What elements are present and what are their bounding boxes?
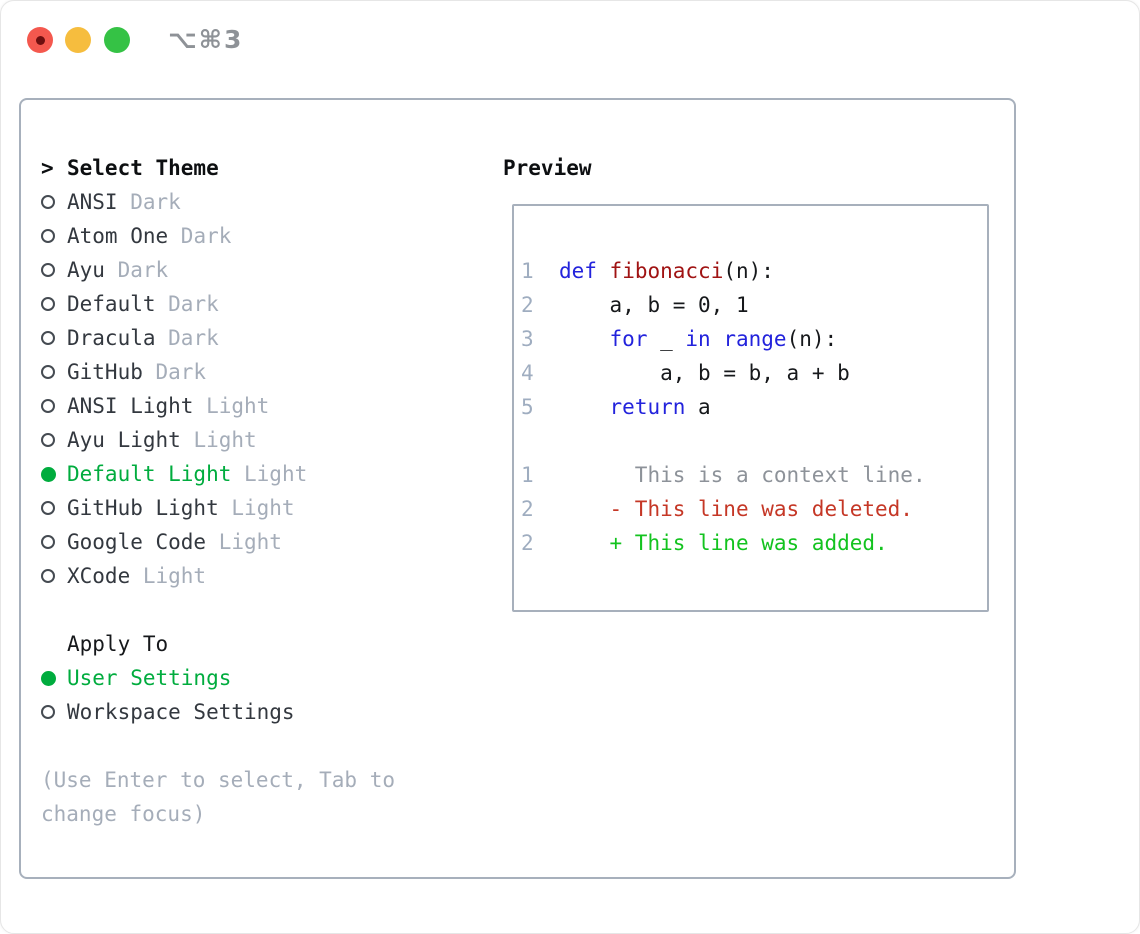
theme-variant: Dark xyxy=(117,190,181,214)
theme-name: Atom One xyxy=(67,224,169,248)
theme-option-github[interactable]: GitHub Dark xyxy=(41,355,481,389)
select-theme-header: > Select Theme xyxy=(41,151,481,185)
theme-option-ayu-light[interactable]: Ayu Light Light xyxy=(41,423,481,457)
select-theme-title: Select Theme xyxy=(67,156,219,180)
theme-name: ANSI Light xyxy=(67,394,194,418)
radio-icon[interactable] xyxy=(41,433,67,447)
theme-option-atom-one[interactable]: Atom One Dark xyxy=(41,219,481,253)
theme-name: Dracula xyxy=(67,326,156,350)
theme-option-xcode[interactable]: XCode Light xyxy=(41,559,481,593)
theme-option-ayu[interactable]: Ayu Dark xyxy=(41,253,481,287)
theme-variant: Dark xyxy=(168,224,232,248)
theme-option-dracula[interactable]: Dracula Dark xyxy=(41,321,481,355)
preview-diff-block: 1 This is a context line. 2 - This line w… xyxy=(521,458,987,560)
theme-option-google-code[interactable]: Google Code Light xyxy=(41,525,481,559)
radio-icon[interactable] xyxy=(41,331,67,345)
theme-name: GitHub xyxy=(67,360,143,384)
line-number: 1 xyxy=(521,463,534,487)
apply-option-workspace-settings[interactable]: Workspace Settings xyxy=(41,695,481,729)
theme-option-github-light[interactable]: GitHub Light Light xyxy=(41,491,481,525)
theme-name: ANSI xyxy=(67,190,118,214)
apply-to-header: Apply To xyxy=(41,627,481,661)
apply-option-label: Workspace Settings xyxy=(67,700,295,724)
line-number: 2 xyxy=(521,497,534,521)
window-title: ⌥⌘3 xyxy=(168,25,244,54)
radio-icon[interactable] xyxy=(41,195,67,209)
theme-name: XCode xyxy=(67,564,131,588)
preview-code-block: 1 def fibonacci(n): 2 a, b = 0, 1 3 for _ … xyxy=(521,254,987,424)
theme-name: Default xyxy=(67,292,156,316)
theme-option-ansi[interactable]: ANSI Dark xyxy=(41,185,481,219)
theme-variant: Dark xyxy=(155,326,219,350)
theme-variant: Dark xyxy=(155,292,219,316)
radio-icon[interactable] xyxy=(41,297,67,311)
theme-name: Ayu xyxy=(67,258,105,282)
theme-option-default[interactable]: Default Dark xyxy=(41,287,481,321)
theme-variant: Light xyxy=(193,394,270,418)
zoom-button[interactable] xyxy=(104,27,130,53)
theme-name: Google Code xyxy=(67,530,207,554)
diff-line-context: 1 This is a context line. xyxy=(521,463,926,487)
theme-variant: Light xyxy=(180,428,257,452)
code-line: 1 def fibonacci(n): xyxy=(521,259,774,283)
radio-icon[interactable] xyxy=(41,229,67,243)
theme-name: GitHub Light xyxy=(67,496,219,520)
radio-icon[interactable] xyxy=(41,501,67,515)
radio-icon[interactable] xyxy=(41,569,67,583)
code-line: 5 return a xyxy=(521,395,711,419)
theme-name: Default Light xyxy=(67,462,232,486)
close-button[interactable] xyxy=(27,27,53,53)
diff-line-deleted: 2 - This line was deleted. xyxy=(521,497,913,521)
radio-icon[interactable] xyxy=(41,399,67,413)
theme-variant: Dark xyxy=(142,360,207,384)
radio-icon[interactable] xyxy=(41,705,67,719)
minimize-button[interactable] xyxy=(65,27,91,53)
line-number: 1 xyxy=(521,259,534,283)
hint-text: (Use Enter to select, Tab to change focu… xyxy=(41,768,396,826)
theme-variant: Light xyxy=(206,530,282,554)
apply-option-label: User Settings xyxy=(67,666,232,690)
line-number: 5 xyxy=(521,395,534,419)
close-dot-icon xyxy=(35,35,45,45)
apply-to-title: Apply To xyxy=(67,632,169,656)
radio-icon[interactable] xyxy=(41,365,67,379)
line-number: 3 xyxy=(521,327,534,351)
preview-title: Preview xyxy=(503,156,592,180)
radio-icon[interactable] xyxy=(41,535,67,549)
theme-option-ansi-light[interactable]: ANSI Light Light xyxy=(41,389,481,423)
line-number: 2 xyxy=(521,293,534,317)
focus-caret-icon: > xyxy=(41,156,54,180)
theme-variant: Light xyxy=(231,462,308,486)
diff-line-added: 2 + This line was added. xyxy=(521,531,888,555)
radio-selected-icon[interactable] xyxy=(41,670,67,686)
theme-variant: Light xyxy=(130,564,207,588)
radio-icon[interactable] xyxy=(41,263,67,277)
theme-variant: Light xyxy=(218,496,295,520)
code-line: 4 a, b = b, a + b xyxy=(521,361,850,385)
apply-option-user-settings[interactable]: User Settings xyxy=(41,661,481,695)
theme-option-default-light[interactable]: Default Light Light xyxy=(41,457,481,491)
radio-selected-icon[interactable] xyxy=(41,466,67,482)
code-line: 2 a, b = 0, 1 xyxy=(521,293,749,317)
line-number: 4 xyxy=(521,361,534,385)
line-number: 2 xyxy=(521,531,534,555)
code-line: 3 for _ in range(n): xyxy=(521,327,838,351)
preview-box: 1 def fibonacci(n): 2 a, b = 0, 1 3 for _ … xyxy=(512,204,989,612)
theme-name: Ayu Light xyxy=(67,428,181,452)
theme-variant: Dark xyxy=(104,258,169,282)
